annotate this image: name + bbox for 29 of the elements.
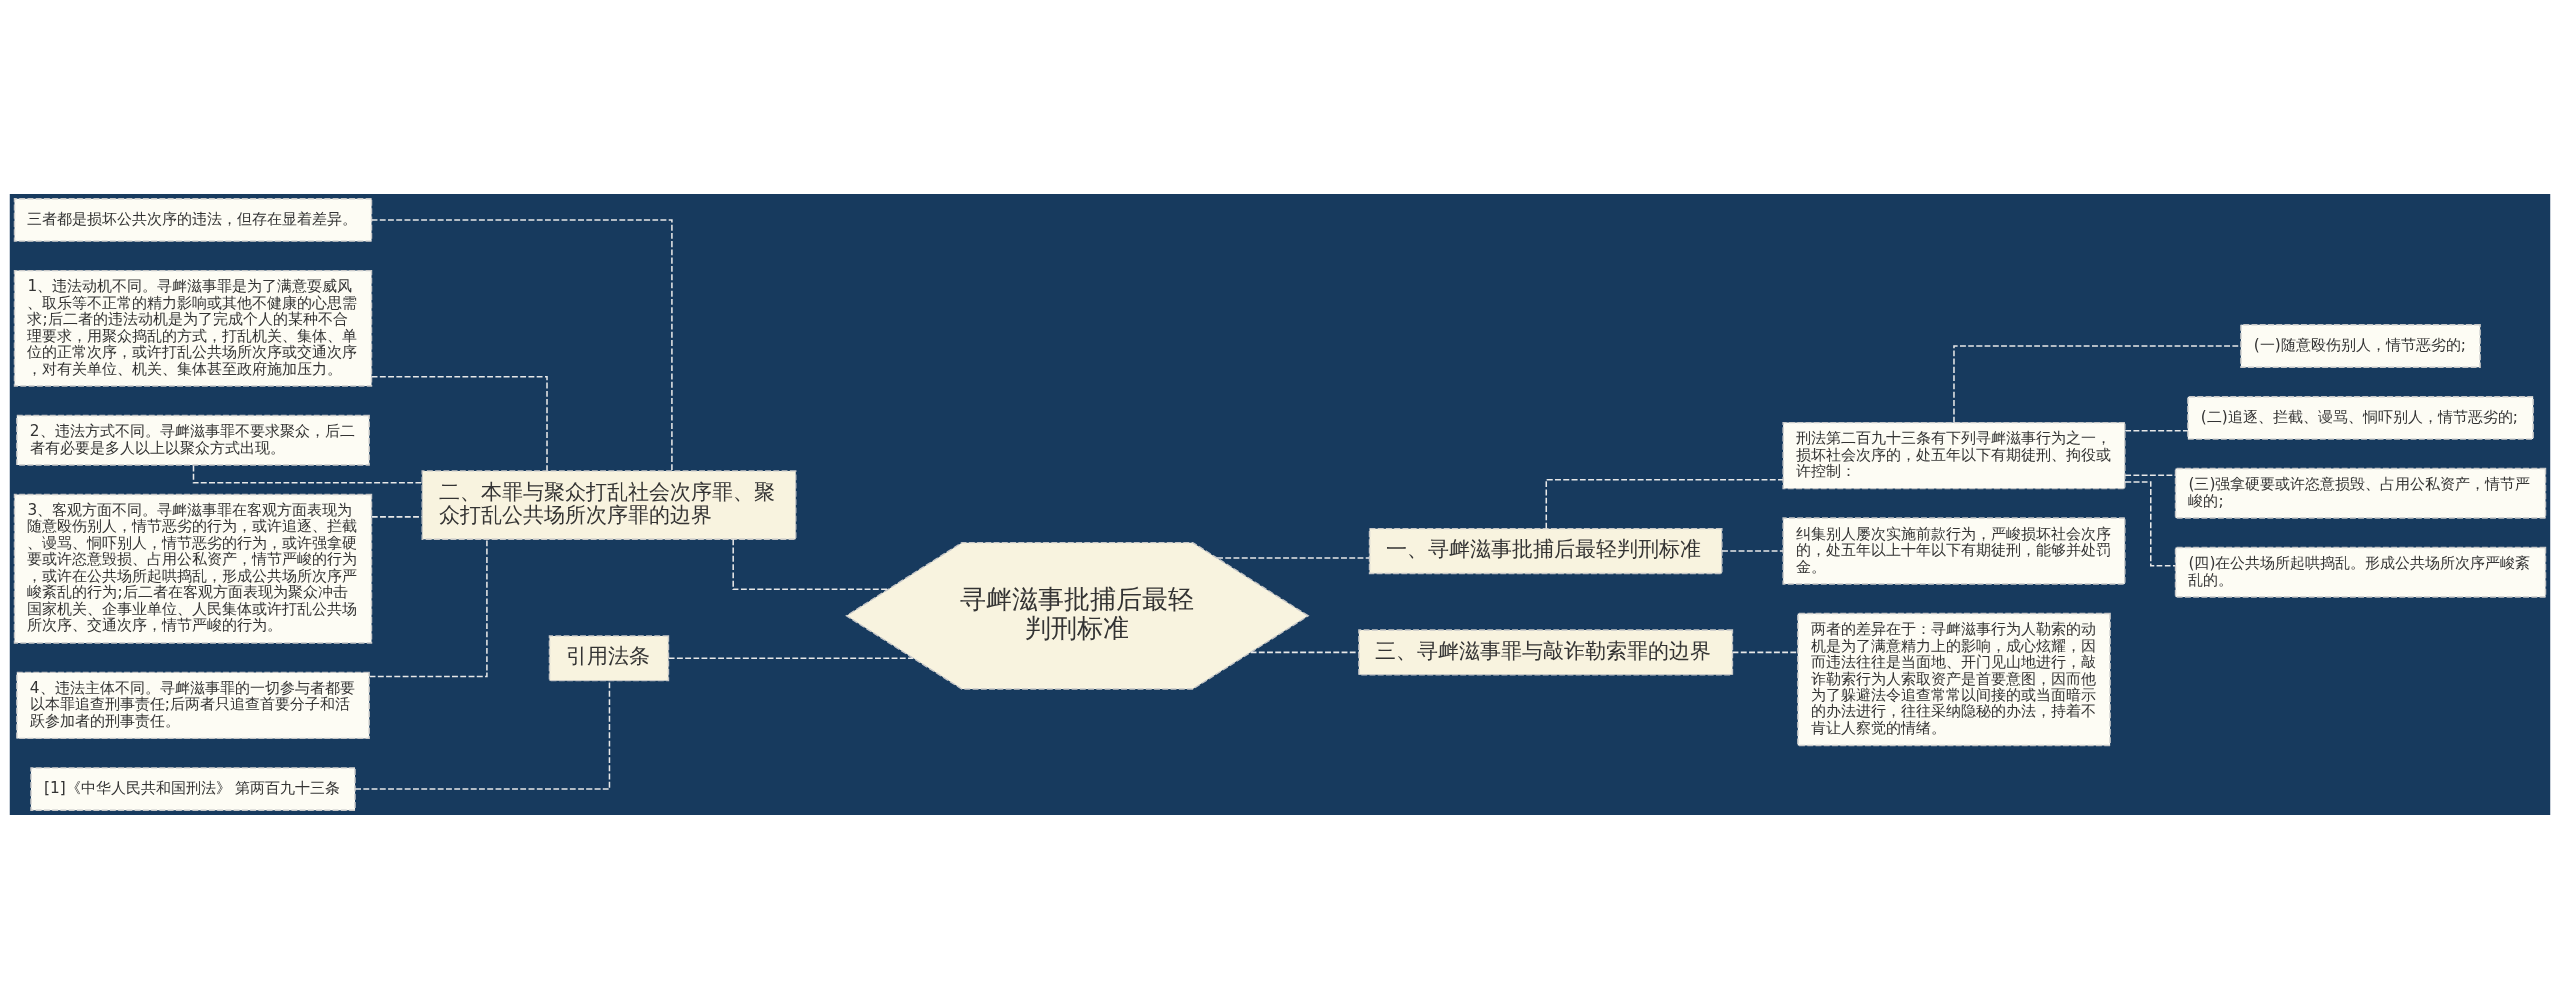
- connector: [1249, 651, 1360, 653]
- connector: [732, 538, 889, 590]
- connector: [2124, 429, 2189, 432]
- node-box: 引用法条: [548, 634, 670, 681]
- node-box: 二、本罪与聚众打乱社会次序罪、聚众打乱公共场所次序罪的边界: [421, 469, 797, 540]
- node-box: 4、违法主体不同。寻衅滋事罪的一切参与者都要以本罪追查刑事责任;后两者只追查首要分子和活跃参加者的刑事责任。: [16, 671, 370, 739]
- node-box: 一、寻衅滋事批捕后最轻判刑标准: [1368, 527, 1723, 574]
- connector: [370, 218, 673, 471]
- connector: [1731, 651, 1799, 653]
- node-box: [1]《中华人民共和国刑法》 第两百九十三条: [30, 766, 356, 811]
- node-box: (三)强拿硬要或许恣意损毁、占用公私资产，情节严峻的;: [2174, 467, 2547, 519]
- connector: [1545, 478, 1784, 529]
- connector: [370, 375, 548, 471]
- node-box: 三、寻衅滋事罪与敲诈勒索罪的边界: [1358, 628, 1734, 675]
- node-box: 2、违法方式不同。寻衅滋事罪不要求聚众，后二者有必要是多人以上以聚众方式出现。: [16, 414, 370, 466]
- node-box: 刑法第二百九十三条有下列寻衅滋事行为之一，损坏社会次序的，处五年以下有期徒刑、拘役或许控制：: [1782, 421, 2126, 489]
- connector: [1216, 556, 1370, 559]
- connector: [368, 538, 488, 677]
- connector: [668, 657, 915, 659]
- node-box: 纠集别人屡次实施前款行为，严峻损坏社会次序的，处五年以上十年以下有期徒刑，能够并处罚金。: [1782, 516, 2126, 585]
- node-box: (一)随意殴伤别人，情节恶劣的;: [2240, 323, 2481, 368]
- connector: [371, 515, 423, 518]
- node-box: (四)在公共场所起哄捣乱。形成公共场所次序严峻紊乱的。: [2174, 546, 2547, 598]
- connector: [1721, 549, 1784, 552]
- node-box: 1、违法动机不同。寻衅滋事罪是为了满意耍威风、取乐等不正常的精力影响或其他不健康的心思需求;后二者的违法动机是为了完成个人的某种不合理要求，用聚众捣乱的方式，打乱机关、集体、单位的正常次序，或许打乱公共场所次序或交通次序，对有关单位、机关、集体甚至政府施加压力。: [13, 269, 373, 387]
- node-box: 3、客观方面不同。寻衅滋事罪在客观方面表现为随意殴伤别人，情节恶劣的行为，或许追逐、拦截、谩骂、恫吓别人，情节恶劣的行为，或许强拿硬要或许恣意毁损、占用公私资产，情节严峻的行为，或许在公共场所起哄捣乱，形成公共场所次序严峻紊乱的行为;后二者在客观方面表现为聚众冲击国家机关、企事业单位、人民集体或许打乱公共场所次序、交通次序，情节严峻的行为。: [13, 493, 373, 644]
- node-box: (二)追逐、拦截、谩骂、恫吓别人，情节恶劣的;: [2187, 395, 2534, 440]
- node-box: 两者的差异在于：寻衅滋事行为人勒索的动机是为了满意精力上的影响，成心炫耀，因而违法往往是当面地、开门见山地进行，敲诈勒索行为人索取资产是首要意图，因而他为了躲避法令追查常常以间接的或当面暗示的办法进行，往往采纳隐秘的办法，持着不肯让人察觉的情绪。: [1797, 612, 2111, 746]
- node-box: 三者都是损坏公共次序的违法，但存在显着差异。: [13, 197, 373, 242]
